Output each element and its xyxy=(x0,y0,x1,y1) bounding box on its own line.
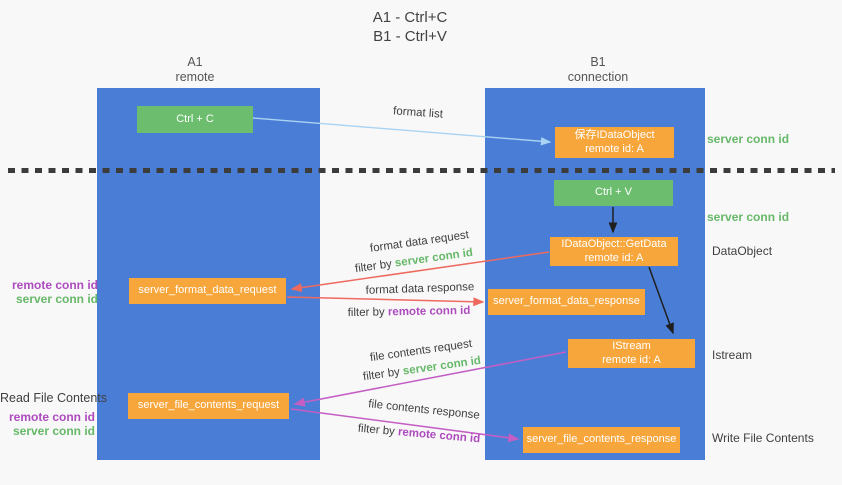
node-server-file-contents-response-label: server_file_contents_response xyxy=(526,433,677,446)
node-server-format-data-request: server_format_data_request xyxy=(129,278,286,304)
page-title: A1 - Ctrl+C B1 - Ctrl+V xyxy=(355,8,465,46)
label-write-file-contents: Write File Contents xyxy=(712,431,814,445)
filter-by-text: filter by xyxy=(354,257,396,276)
node-idataobject-getdata-line1: IDataObject::GetData xyxy=(561,238,667,250)
node-server-file-contents-request: server_file_contents_request xyxy=(128,393,289,419)
label-conn-ids-format: remote conn id server conn id xyxy=(0,278,98,306)
remote-conn-id-text: remote conn id xyxy=(387,304,471,319)
server-conn-id-text: server conn id xyxy=(394,246,474,270)
filter-by-text: filter by xyxy=(357,422,399,439)
title-line-1: A1 - Ctrl+C xyxy=(372,9,448,26)
node-server-format-data-response-label: server_format_data_response xyxy=(493,295,640,308)
label-server-conn-id-mid: server conn id xyxy=(707,210,790,224)
label-format-list: format list xyxy=(392,105,444,121)
node-server-format-data-response: server_format_data_response xyxy=(488,289,645,315)
label-file-contents-response: file contents response xyxy=(367,398,481,422)
label-dataobject: DataObject xyxy=(712,244,773,258)
node-idataobject-getdata-line2: remote id: A xyxy=(584,251,644,264)
lifeline-a1-id: A1 xyxy=(187,55,203,69)
node-server-format-data-request-label: server_format_data_request xyxy=(138,284,277,297)
filter-by-text: filter by xyxy=(362,365,404,384)
node-ctrl-c-label: Ctrl + C xyxy=(176,112,214,125)
node-istream: IStream remote id: A xyxy=(568,339,695,368)
label-filter-by-remote-conn-id-2: filter by remote conn id xyxy=(348,422,491,446)
node-idataobject-getdata: IDataObject::GetData remote id: A xyxy=(550,237,678,266)
remote-conn-id-text: remote conn id xyxy=(397,426,481,446)
label-server-conn-id-2: server conn id xyxy=(12,424,95,438)
label-conn-ids-file: remote conn id server conn id xyxy=(0,410,95,438)
label-remote-conn-id-1: remote conn id xyxy=(11,278,98,292)
node-save-idataobject-line1: 保存IDataObject xyxy=(574,129,655,141)
label-server-conn-id-top: server conn id xyxy=(707,132,790,146)
lifeline-b1-label: connection xyxy=(567,70,629,84)
filter-by-text: filter by xyxy=(347,306,389,320)
label-format-data-response: format data response xyxy=(365,281,475,297)
node-server-file-contents-request-label: server_file_contents_request xyxy=(137,399,280,412)
node-istream-line1: IStream xyxy=(612,340,651,352)
node-save-idataobject-line2: remote id: A xyxy=(585,142,644,155)
node-ctrl-c: Ctrl + C xyxy=(137,106,253,133)
label-filter-by-remote-conn-id-1: filter by remote conn id xyxy=(338,305,480,319)
label-istream: Istream xyxy=(712,348,753,362)
server-conn-id-text: server conn id xyxy=(402,354,482,378)
node-server-file-contents-response: server_file_contents_response xyxy=(523,427,680,453)
label-read-file-contents: Read File Contents xyxy=(0,391,108,405)
lifeline-header-a1: A1 remote xyxy=(145,55,245,85)
title-line-2: B1 - Ctrl+V xyxy=(373,28,447,45)
lifeline-b1-id: B1 xyxy=(590,55,606,69)
lifeline-a1-label: remote xyxy=(175,70,215,84)
node-ctrl-v: Ctrl + V xyxy=(554,180,673,206)
label-server-conn-id-1: server conn id xyxy=(15,292,98,306)
node-save-idataobject: 保存IDataObject remote id: A xyxy=(555,127,674,158)
node-ctrl-v-label: Ctrl + V xyxy=(595,186,632,199)
lifeline-header-b1: B1 connection xyxy=(548,55,648,85)
label-remote-conn-id-2: remote conn id xyxy=(8,410,95,424)
node-istream-line2: remote id: A xyxy=(602,353,661,366)
